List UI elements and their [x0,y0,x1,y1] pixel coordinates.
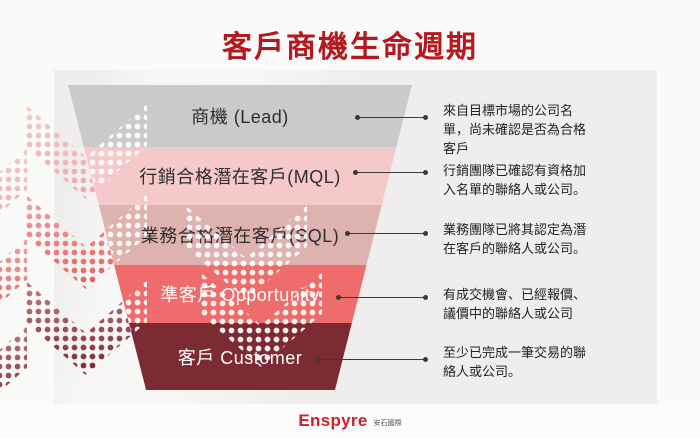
brand-logo-chinese: 安石國際 [373,420,402,427]
chevron-decoration-icon [0,238,27,333]
funnel-stage-label: 準客戶 Opportunity [160,285,320,305]
connector-line [316,357,428,362]
connector-line [353,170,428,175]
funnel-stage-label: 商機 (Lead) [191,107,289,127]
connector-line [345,231,428,236]
stage-description: 至少已完成一筆交易的聯絡人或公司。 [443,345,587,379]
connector-line [336,295,428,300]
funnel-stage-label: 業務合格潛在客戶(SQL) [140,226,340,246]
stage-description: 業務團隊已將其認定為潛在客戶的聯絡人或公司。 [443,222,587,256]
brand-logo: Enspyre [298,411,368,430]
footer: Enspyre 安石國際 [0,404,700,438]
stage-description: 有成交機會、已經報價、議價中的聯絡人或公司 [443,287,587,321]
page-title: 客戶商機生命週期 [222,31,478,64]
stage-description: 行銷團隊已確認有資格加入名單的聯絡人或公司。 [443,163,587,197]
funnel-stage-label: 行銷合格潛在客戶(MQL) [139,167,341,187]
stage-description: 來自目標市場的公司名單，尚未確認是否為合格客戶 [443,103,587,156]
connector-line [355,115,428,120]
chevron-decoration-icon [0,148,27,243]
